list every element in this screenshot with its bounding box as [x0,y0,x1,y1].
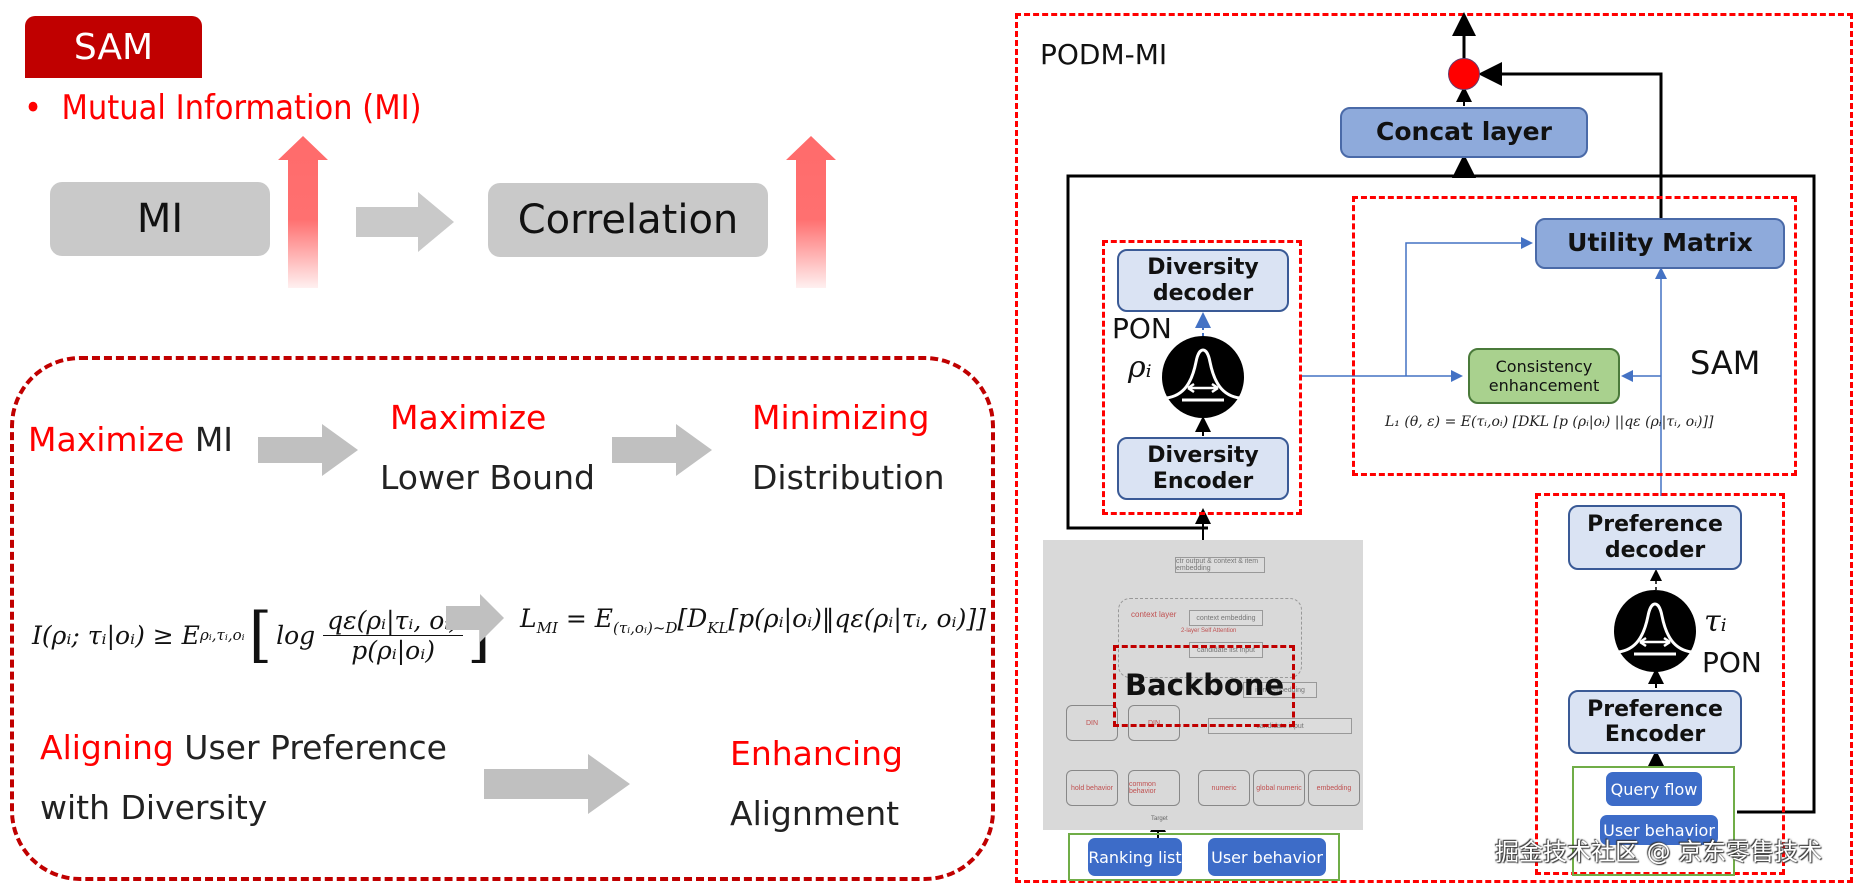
podm-mi-frame [1015,13,1853,883]
din-node-1: DIN [1066,705,1118,741]
maximize-label: Maximize [390,398,547,437]
left-bracket: [ [248,600,273,670]
ctr-output-node: ctr output & context & item embedding [1175,557,1265,573]
sam-label: SAM [1690,344,1761,382]
formula-fraction: qε(ρᵢ|τᵢ, oᵢ) p(ρᵢ|oᵢ) [323,606,464,665]
embedding-node: embedding [1308,770,1360,806]
mi-explanation-frame [10,356,995,881]
gaussian-distribution-icon [1162,336,1244,418]
preference-pon-region [1535,493,1785,875]
preference-encoder-box: Preference Encoder [1568,690,1742,754]
common-behavior-node: common behavior [1128,770,1180,806]
formula-log: log [276,620,316,650]
loss-rest: [p(ρᵢ|oᵢ)‖qε(ρᵢ|τᵢ, oᵢ)]] [728,604,986,633]
preference-decoder-box: Preference decoder [1568,505,1742,570]
right-arrow-icon [612,424,712,476]
consistency-enhancement-box: Consistency enhancement [1468,348,1620,404]
backbone-highlight [1113,645,1295,727]
mi-bound-formula: I(ρᵢ; τᵢ|oᵢ) ≥ E ρᵢ,τᵢ,oᵢ [ log qε(ρᵢ|τᵢ… [32,600,491,670]
mi-word: MI [184,420,234,459]
backbone-inputs-frame [1068,833,1340,881]
section-tab-sam: SAM [25,16,202,78]
user-preference-words: User Preference [173,728,447,767]
right-arrow-icon [484,754,630,814]
diversity-decoder-box: Diversity decoder [1117,249,1289,312]
aligning-label: Aligning User Preference [40,728,447,767]
query-flow-input[interactable]: Query flow [1606,772,1702,806]
tau-label: τᵢ [1704,604,1727,639]
backbone-label: Backbone [1125,668,1285,702]
target-label: Target [1151,816,1168,822]
context-layer-region [1118,598,1302,678]
utility-to-dot-line [1478,62,1663,218]
up-arrow-icon [278,136,328,288]
fraction-denominator: p(ρᵢ|oᵢ) [351,635,435,665]
enhancing-label: Enhancing [730,734,903,773]
maximize-mi-label: Maximize MI [28,420,233,459]
gaussian-distribution-icon [1614,590,1696,672]
rho-label: ρᵢ [1128,350,1152,385]
user-behavior-input-left[interactable]: User behavior [1208,838,1326,876]
utility-matrix-box: Utility Matrix [1535,218,1785,269]
loss-eq: = E [557,604,613,633]
sam-region [1352,196,1797,476]
bullet-title: • Mutual Information (MI) [24,88,422,128]
with-diversity-label: with Diversity [40,788,268,827]
right-arrow-icon [356,192,454,252]
context-layer-label: context layer [1131,610,1177,619]
formula-sub: ρᵢ,τᵢ,oᵢ [199,626,245,644]
global-numeric-node: global numeric [1253,770,1305,806]
context-embedding-node: context embedding [1189,610,1263,626]
minimizing-label: Minimizing [752,398,930,437]
lower-bound-label: Lower Bound [380,458,595,497]
distribution-label: Distribution [752,458,945,497]
fusion-node-icon [1448,58,1480,90]
preference-loop-line [1464,174,1816,814]
ranking-list-input[interactable]: Ranking list [1088,838,1182,876]
aligning-word: Aligning [40,728,174,767]
right-arrow-icon [258,424,358,476]
loss-body: [D [677,604,708,633]
up-arrow-icon [786,136,836,288]
mi-loss-formula: LMI = E(τᵢ,oᵢ)~D[DKL[p(ρᵢ|oᵢ)‖qε(ρᵢ|τᵢ, … [520,604,986,637]
pon-label-bottom: PON [1702,646,1762,679]
alignment-label: Alignment [730,794,900,833]
diversity-loop-line [1066,154,1476,530]
loss-l: L [520,604,537,633]
maximize-word: Maximize [28,420,185,459]
diversity-encoder-box: Diversity Encoder [1117,437,1289,500]
user-behavior-input-right[interactable]: User behavior [1600,815,1718,845]
right-arrow-icon [446,594,504,642]
concat-layer-box: Concat layer [1340,107,1588,158]
consistency-loss-formula: L₁ (θ, ε) = E(τᵢ,oᵢ) [DKL [p (ρᵢ|oᵢ) ||q… [1385,414,1714,430]
fraction-numerator: qε(ρᵢ|τᵢ, oᵢ) [323,606,464,636]
pon-label-top: PON [1112,312,1172,345]
bullet-dot-icon: • [24,88,62,128]
correlation-box: Correlation [488,183,768,257]
numeric-node: numeric [1198,770,1250,806]
self-attention-label: 2-layer Self Attention [1181,628,1237,634]
pon-to-utility-line [1405,237,1533,376]
hold-behavior-node: hold behavior [1066,770,1118,806]
bullet-text: Mutual Information (MI) [61,88,422,128]
diversity-pon-region [1102,240,1302,515]
loss-kl-sub: KL [707,619,729,637]
podm-mi-title: PODM-MI [1040,38,1168,71]
mi-box: MI [50,182,270,256]
watermark: 掘金技术社区 @ 京东零售技术 [1495,838,1823,866]
loss-expect-sub: (τᵢ,oᵢ)~D [613,619,678,637]
loss-sub: MI [536,619,558,637]
din-node-2: DIN [1128,705,1180,741]
preference-inputs-frame [1572,766,1735,876]
formula-lhs: I(ρᵢ; τᵢ|oᵢ) ≥ E [32,620,200,650]
item-embedding-node: item embedding [1243,682,1317,698]
